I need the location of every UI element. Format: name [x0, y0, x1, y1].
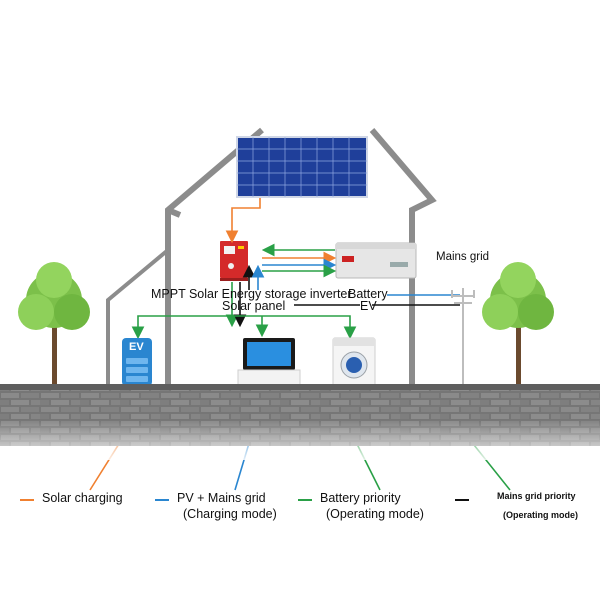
laptop-icon [237, 338, 301, 386]
legend-swatch-orange [20, 499, 34, 501]
tree-left-icon [18, 262, 90, 384]
legend-subtitle: (Operating mode) [326, 507, 424, 521]
mains-grid-label: Mains grid [436, 251, 490, 263]
ev-label: EV [360, 299, 377, 313]
legend-title: PV + Mains grid [177, 491, 266, 505]
tree-right-icon [482, 262, 554, 384]
solar-panel-label: Solar panel [222, 299, 286, 313]
ev-badge-label: EV [129, 341, 144, 353]
legend-item-pv-mains: PV + Mains grid (Charging mode) [155, 490, 277, 522]
legend-swatch-black [455, 499, 469, 501]
inverter-icon [220, 241, 248, 281]
inverter-label: MPPT Solar Energy storage inverter [151, 287, 352, 301]
solar-panel-icon [236, 136, 368, 198]
battery-icon [335, 242, 417, 279]
legend-item-mains-grid-priority: Mains grid priority (Operating mode) [455, 490, 578, 522]
battery-label: Battery [348, 287, 388, 301]
legend-subtitle: (Charging mode) [183, 507, 277, 521]
legend-title: Battery priority [320, 491, 401, 505]
legend-item-battery-priority: Battery priority (Operating mode) [298, 490, 424, 522]
legend-title: Mains grid priority [497, 491, 576, 501]
legend-title: Solar charging [42, 491, 123, 505]
utility-pole-icon [451, 288, 475, 384]
brick-wall [0, 384, 600, 460]
legend-swatch-green [298, 499, 312, 501]
legend-item-solar-charging: Solar charging [20, 490, 123, 506]
ev-charger-icon [122, 338, 152, 386]
house-outline [106, 127, 437, 384]
washing-machine-icon [332, 337, 376, 387]
legend-subtitle: (Operating mode) [503, 510, 579, 520]
legend-swatch-blue [155, 499, 169, 501]
